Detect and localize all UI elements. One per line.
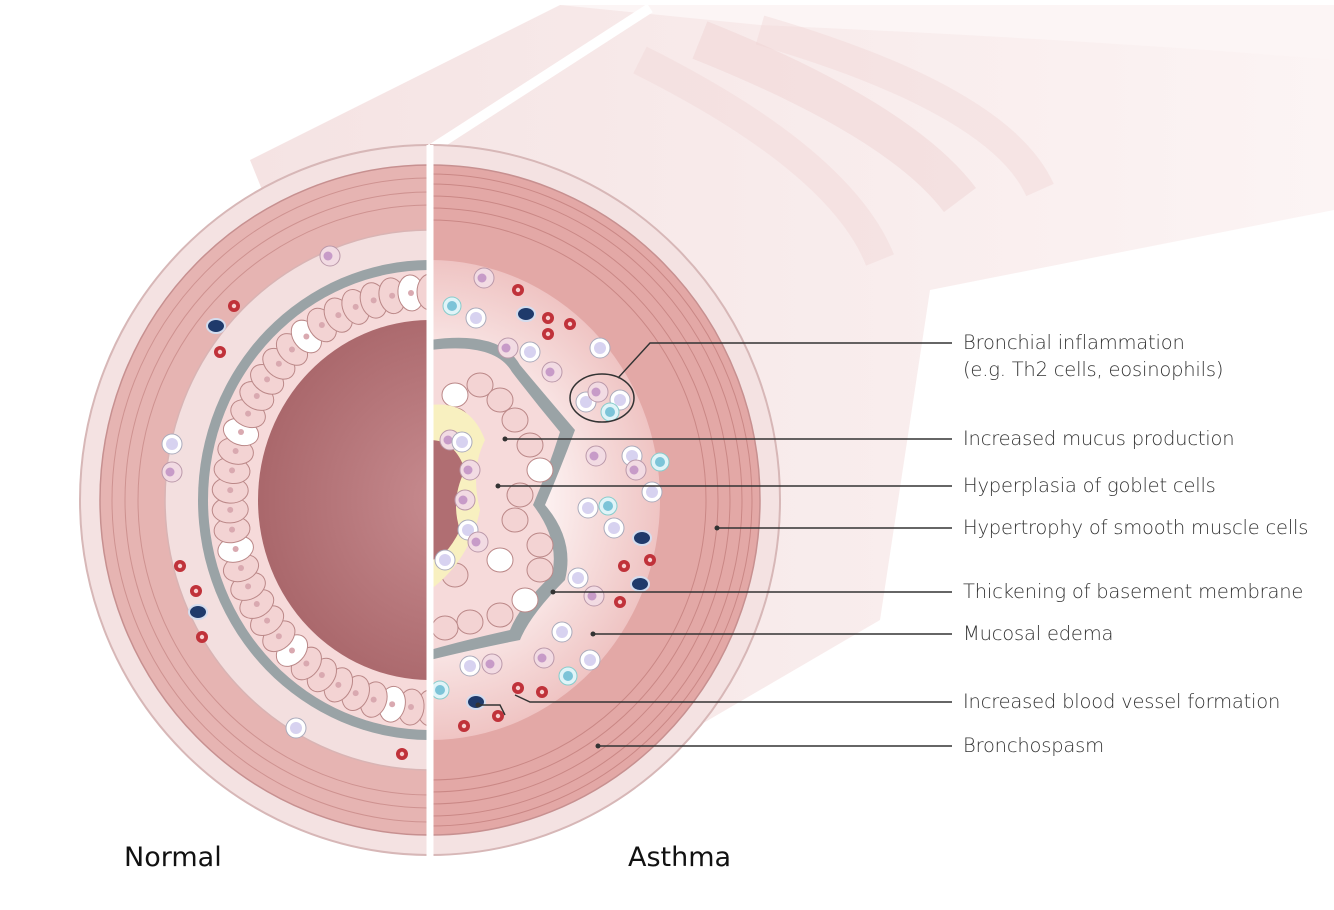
blood-vessel — [206, 318, 226, 334]
red-blood-cell — [228, 300, 240, 312]
lymphocyte — [451, 431, 473, 453]
epithelial-cell — [211, 476, 249, 504]
blood-vessel — [466, 694, 486, 710]
lymphocyte — [567, 567, 589, 589]
panel-title-asthma: Asthma — [628, 842, 732, 873]
red-blood-cell — [492, 710, 504, 722]
epithelial-cell — [516, 432, 544, 458]
red-blood-cell — [618, 560, 630, 572]
mast-cell — [442, 296, 462, 316]
eosinophil — [161, 461, 183, 483]
epithelial-cell — [501, 507, 529, 533]
red-blood-cell — [190, 585, 202, 597]
lymphocyte — [285, 717, 307, 739]
eosinophil — [319, 245, 341, 267]
red-blood-cell — [458, 720, 470, 732]
epithelial-cell — [431, 615, 459, 641]
mast-cell — [598, 496, 618, 516]
red-blood-cell — [564, 318, 576, 330]
red-blood-cell — [512, 284, 524, 296]
inflammation-callout-circle — [569, 373, 635, 423]
red-blood-cell — [214, 346, 226, 358]
eosinophil — [625, 459, 647, 481]
eosinophil — [583, 585, 605, 607]
epithelial-cell — [441, 382, 469, 408]
eosinophil — [541, 361, 563, 383]
epithelial-cell — [501, 407, 529, 433]
mast-cell — [430, 680, 450, 700]
blood-vessel — [632, 530, 652, 546]
red-blood-cell — [614, 596, 626, 608]
asthma-cross-section — [430, 144, 781, 856]
leader-dots — [475, 436, 720, 749]
eosinophil — [533, 647, 555, 669]
eosinophil — [497, 337, 519, 359]
eosinophil — [473, 267, 495, 289]
mast-cell — [650, 452, 670, 472]
label-line: Bronchial inflammation — [963, 331, 1185, 354]
blood-vessel — [630, 576, 650, 592]
lymphocyte — [551, 621, 573, 643]
blood-vessel — [188, 604, 208, 620]
epithelial-cell — [506, 482, 534, 508]
epithelial-cell — [526, 457, 554, 483]
label-goblet: Hyperplasia of goblet cells — [963, 474, 1216, 497]
normal-cross-section — [79, 144, 428, 856]
label-bronchospasm: Bronchospasm — [963, 734, 1104, 757]
label-bronchial-inflammation: Bronchial inflammation (e.g. Th2 cells, … — [963, 329, 1223, 383]
lymphocyte — [589, 337, 611, 359]
label-line: (e.g. Th2 cells, eosinophils) — [963, 358, 1224, 381]
mast-cell — [558, 666, 578, 686]
epithelial-cell — [466, 372, 494, 398]
lymphocyte — [579, 649, 601, 671]
red-blood-cell — [542, 328, 554, 340]
epithelial-cell — [486, 387, 514, 413]
panel-title-normal: Normal — [124, 842, 222, 873]
lymphocyte — [161, 433, 183, 455]
label-mucosal-edema: Mucosal edema — [963, 622, 1114, 645]
epithelial-cell — [486, 547, 514, 573]
label-blood-vessel: Increased blood vessel formation — [963, 690, 1281, 713]
lymphocyte — [603, 517, 625, 539]
eosinophil — [459, 459, 481, 481]
epithelial-cell — [526, 532, 554, 558]
epithelial-cell — [511, 587, 539, 613]
red-blood-cell — [174, 560, 186, 572]
red-blood-cell — [536, 686, 548, 698]
red-blood-cell — [196, 631, 208, 643]
label-basement-membrane: Thickening of basement membrane — [963, 580, 1304, 603]
mast-cell — [600, 402, 620, 422]
eosinophil — [481, 653, 503, 675]
lymphocyte — [457, 519, 479, 541]
label-mucus: Increased mucus production — [963, 427, 1235, 450]
epithelial-cell — [486, 602, 514, 628]
eosinophil — [467, 531, 489, 553]
red-blood-cell — [512, 682, 524, 694]
red-blood-cell — [644, 554, 656, 566]
lymphocyte — [465, 307, 487, 329]
lymphocyte — [577, 497, 599, 519]
eosinophil — [454, 489, 476, 511]
epithelial-cell — [456, 609, 484, 635]
lymphocyte — [459, 655, 481, 677]
lymphocyte — [641, 481, 663, 503]
label-smooth-muscle: Hypertrophy of smooth muscle cells — [963, 516, 1309, 539]
blood-vessel — [516, 306, 536, 322]
red-blood-cell — [396, 748, 408, 760]
red-blood-cell — [542, 312, 554, 324]
eosinophil — [587, 381, 609, 403]
eosinophil — [585, 445, 607, 467]
leader-lines — [478, 342, 952, 747]
epithelial-cell — [526, 557, 554, 583]
lymphocyte — [519, 341, 541, 363]
lymphocyte — [434, 549, 456, 571]
